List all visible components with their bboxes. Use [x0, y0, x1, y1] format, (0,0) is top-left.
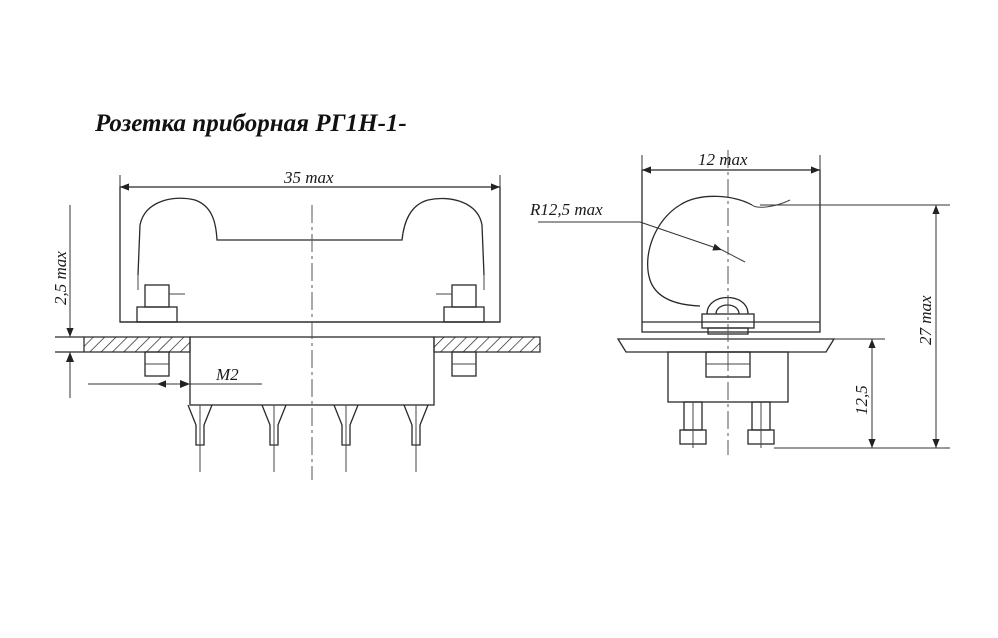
- side-lower-housing: [667, 351, 789, 403]
- dim-line-radius: [639, 221, 723, 251]
- cover-profile: [137, 197, 485, 276]
- side-body-outline: [641, 169, 821, 333]
- dim-m2: M2: [215, 365, 239, 384]
- screw-right-top: [436, 284, 485, 323]
- dim-27-max: 27 max: [916, 295, 935, 345]
- side-pin-right: [747, 401, 775, 448]
- drawing-title: Розетка приборная РГ1Н-1-: [94, 110, 407, 137]
- cover-arc: [646, 195, 753, 307]
- dim-12-max: 12 max: [698, 150, 748, 169]
- side-view: 12 max R12,5 max 27 max 12,5: [529, 150, 950, 455]
- dim-12-5: 12,5: [852, 385, 871, 415]
- panel-right-hatched: [433, 336, 541, 353]
- dim-radius: R12,5 max: [529, 200, 603, 219]
- dim-2-5-max: 2,5 max: [51, 251, 70, 305]
- dim-35-max: 35 max: [283, 168, 334, 187]
- nut-right: [451, 351, 477, 377]
- front-view: 35 max 2,5 max M2: [51, 168, 541, 480]
- side-panel: [616, 338, 836, 353]
- front-body-outline: [119, 186, 501, 323]
- side-pin-left: [679, 401, 707, 448]
- screw-left-top: [136, 284, 185, 323]
- pin-1: [187, 404, 213, 472]
- nut-left: [144, 351, 170, 377]
- pin-3: [333, 404, 359, 472]
- pin-2: [261, 404, 287, 472]
- panel-left-hatched: [83, 336, 191, 353]
- pin-4: [403, 404, 429, 472]
